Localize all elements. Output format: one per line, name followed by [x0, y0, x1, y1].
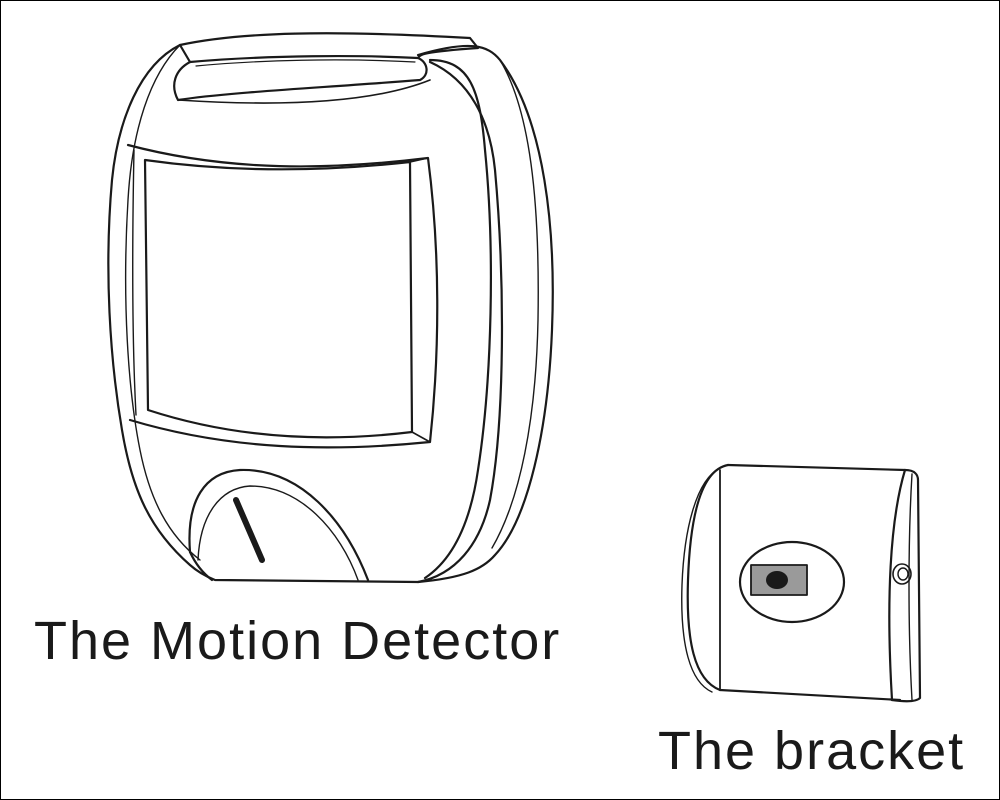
detector-body-outline — [107, 43, 504, 584]
bracket-screw-hole-outer — [892, 563, 912, 585]
bracket-illustration — [681, 463, 922, 703]
bracket-caption: The bracket — [658, 721, 966, 781]
motion-detector-illustration — [107, 32, 554, 584]
detector-top-cap — [178, 32, 480, 64]
lens-window-inner — [143, 158, 414, 439]
motion-detector-caption: The Motion Detector — [34, 611, 562, 671]
bracket-hole — [766, 571, 788, 589]
detector-side-panel — [416, 44, 554, 584]
detector-side-inner — [423, 58, 492, 580]
detector-lower-opening — [188, 468, 370, 582]
bracket-screw-hole-inner — [897, 567, 909, 581]
indicator-slot — [233, 497, 265, 563]
bracket-mount-recess — [738, 540, 846, 624]
lens-window-outer — [126, 143, 439, 449]
